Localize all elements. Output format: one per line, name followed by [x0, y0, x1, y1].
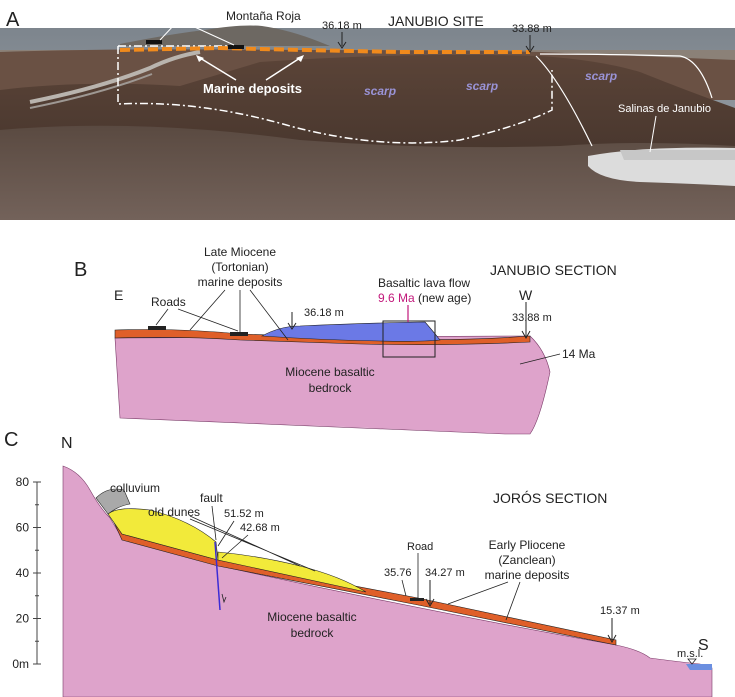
- age-14-ma: 14 Ma: [562, 347, 596, 361]
- early-pliocene-line1: Early Pliocene: [489, 538, 566, 552]
- y-tick-label: 80: [16, 475, 30, 489]
- early-pliocene-line3: marine deposits: [485, 568, 570, 582]
- early-pliocene-line2: (Zanclean): [498, 553, 555, 567]
- late-miocene-line3: marine deposits: [198, 275, 283, 289]
- road-symbol: [228, 45, 244, 49]
- road-symbol: [146, 40, 162, 44]
- marine-deposits-label: Marine deposits: [203, 81, 302, 96]
- section-c-title: JORÓS SECTION: [493, 490, 607, 506]
- bedrock-label-line2: bedrock: [291, 626, 335, 640]
- salinas-label: Salinas de Janubio: [618, 103, 711, 115]
- panel-a-letter: A: [6, 9, 20, 31]
- roads-label: Roads: [164, 11, 199, 25]
- marine-deposit-line: [119, 45, 530, 54]
- sea: [686, 664, 712, 670]
- old-dunes-unit: [107, 508, 367, 593]
- east-label: E: [114, 287, 123, 303]
- scarp-label-2: scarp: [466, 79, 498, 93]
- road-symbol: [148, 326, 166, 330]
- elevation-51-52: 51.52 m: [224, 508, 264, 520]
- road-label: Road: [407, 541, 433, 553]
- bedrock-unit: [62, 465, 713, 697]
- elevation-15-37: 15.37 m: [600, 605, 640, 617]
- elevation-33-88: 33.88 m: [512, 23, 552, 35]
- lava-flow-unit: [260, 321, 441, 342]
- colluvium-label: colluvium: [110, 481, 160, 495]
- elevation-36-18: 36.18 m: [322, 20, 362, 32]
- elevation-36-18: 36.18 m: [304, 307, 344, 319]
- south-label: S: [698, 637, 709, 654]
- colluvium-unit: [95, 488, 131, 515]
- lava-age-label: 9.6 Ma: [378, 291, 415, 305]
- y-tick-label: 0m: [12, 657, 29, 671]
- late-miocene-line2: (Tortonian): [211, 260, 268, 274]
- elevation-35-76: 35.76: [384, 567, 412, 579]
- sample-location-box: [382, 320, 436, 358]
- lava-flow-label: Basaltic lava flow: [378, 276, 470, 290]
- bedrock-label-line2: bedrock: [309, 381, 353, 395]
- lava-age-note: (new age): [418, 291, 471, 305]
- late-miocene-line1: Late Miocene: [204, 245, 276, 259]
- panel-b-letter: B: [74, 259, 87, 281]
- scarp-label-3: scarp: [585, 69, 617, 83]
- bedrock-label-line1: Miocene basaltic: [267, 610, 356, 624]
- road-symbol: [410, 598, 424, 601]
- site-photo: [0, 25, 735, 220]
- y-tick-label: 40: [16, 566, 30, 580]
- y-axis-ticks: 80 60 40 20 0m: [12, 475, 41, 671]
- panel-c: C N S 80 60 40 20 0m colluvium old dunes fau…: [4, 429, 713, 697]
- scarp-label-1: scarp: [364, 84, 396, 98]
- panel-b: B JANUBIO SECTION E W Roads Late Miocene…: [74, 245, 617, 435]
- site-title: JANUBIO SITE: [388, 13, 484, 29]
- msl-label: m.s.l.: [677, 648, 703, 660]
- panel-c-letter: C: [4, 429, 18, 451]
- y-tick-label: 20: [16, 612, 30, 626]
- panel-a: A: [0, 9, 735, 220]
- fault-label: fault: [200, 491, 223, 505]
- elevation-34-27: 34.27 m: [425, 567, 465, 579]
- roads-label: Roads: [151, 295, 186, 309]
- y-tick-label: 60: [16, 521, 30, 535]
- west-label: W: [519, 287, 533, 303]
- elevation-42-68: 42.68 m: [240, 522, 280, 534]
- section-b-title: JANUBIO SECTION: [490, 262, 617, 278]
- old-dunes-label: old dunes: [148, 505, 200, 519]
- elevation-33-88: 33.88 m: [512, 312, 552, 324]
- north-label: N: [61, 435, 73, 452]
- road-symbol: [230, 332, 248, 336]
- mountain-label: Montaña Roja: [226, 9, 301, 23]
- bedrock-label-line1: Miocene basaltic: [285, 365, 374, 379]
- fault-line: [214, 541, 221, 611]
